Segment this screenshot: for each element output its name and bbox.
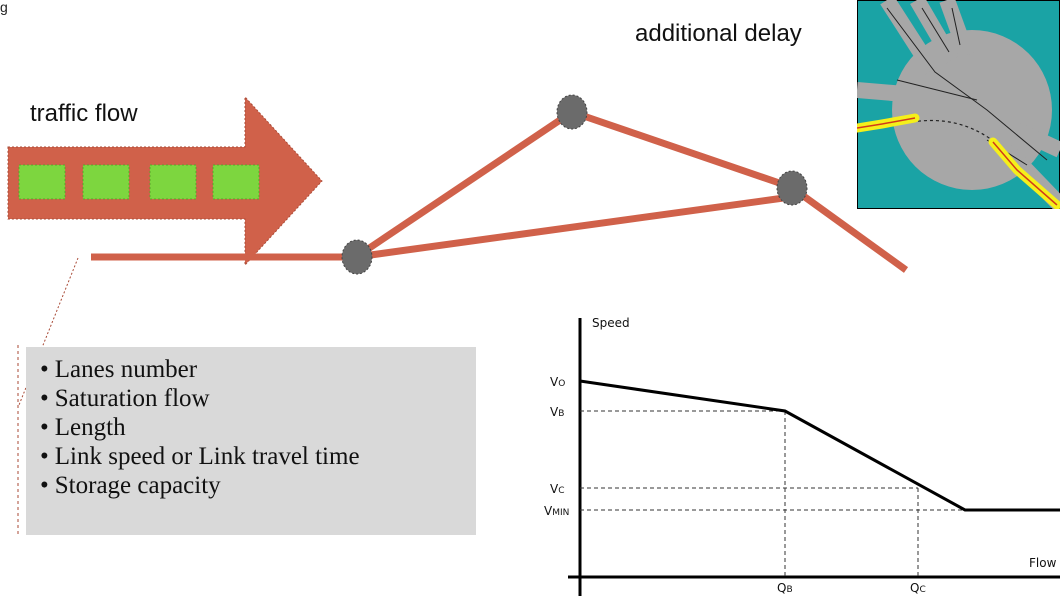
link-exit xyxy=(788,184,909,273)
tick-qb: QB xyxy=(777,581,793,595)
link-upper-2 xyxy=(570,108,793,191)
property-storage-capacity: Storage capacity xyxy=(40,471,476,500)
x-axis-label: Flow xyxy=(1029,556,1057,570)
tick-qc: QC xyxy=(910,581,926,595)
tick-vmin: VMIN xyxy=(544,504,569,518)
vehicle-1 xyxy=(18,164,66,200)
tick-vb: VB xyxy=(550,405,564,419)
top-edge-fragment: g xyxy=(0,0,8,15)
vehicle-4 xyxy=(212,164,260,200)
property-saturation-flow: Saturation flow xyxy=(40,384,476,413)
tick-vc: VC xyxy=(550,482,565,496)
link-upper-1 xyxy=(354,109,574,260)
y-axis-label: Speed xyxy=(592,316,630,330)
tick-vo: VO xyxy=(550,375,565,389)
additional-delay-label: additional delay xyxy=(635,20,802,47)
node-c xyxy=(776,170,808,206)
traffic-flow-label: traffic flow xyxy=(30,100,138,127)
vehicle-2 xyxy=(82,164,130,200)
link-properties-box: Lanes number Saturation flow Length Link… xyxy=(26,347,476,535)
link-properties-list: Lanes number Saturation flow Length Link… xyxy=(26,347,476,500)
node-a xyxy=(341,239,373,275)
vehicle-3 xyxy=(149,164,197,200)
intersection-inset xyxy=(857,0,1060,209)
property-length: Length xyxy=(40,413,476,442)
property-lanes-number: Lanes number xyxy=(40,355,476,384)
speed-flow-curve xyxy=(579,379,1060,512)
property-link-speed: Link speed or Link travel time xyxy=(40,442,476,471)
link-lower xyxy=(355,193,792,261)
node-b xyxy=(556,94,588,130)
vehicles xyxy=(18,164,260,200)
speed-flow-diagram: Speed Flow VO VB VC VMIN QB QC xyxy=(544,316,1060,596)
delayed-path-dashed xyxy=(911,119,993,141)
